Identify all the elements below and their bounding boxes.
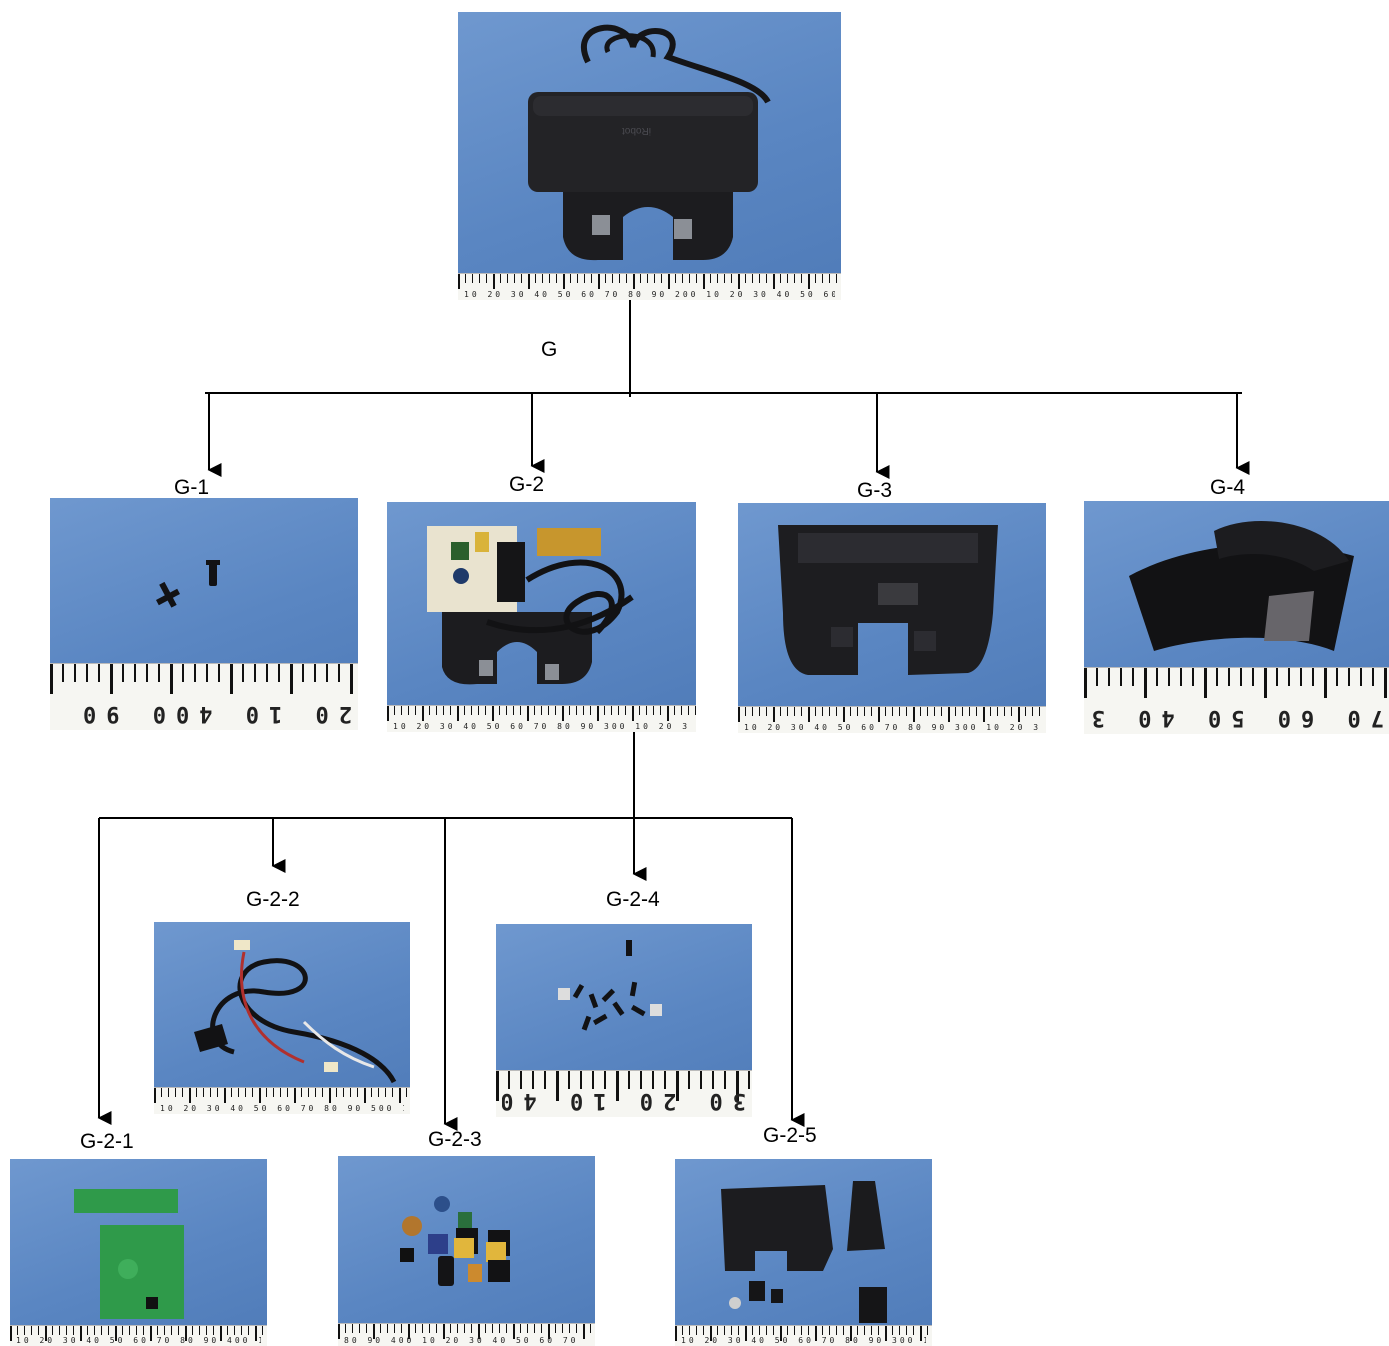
ruler-g: 10 20 30 40 50 60 70 80 90 200 10 20 30 … [458,273,841,300]
cables-illustration [194,940,397,1084]
photo-g-2-3-components: 80 90 400 10 20 30 40 50 60 70 [338,1156,595,1346]
photo-g-2-dock-with-pcb: 10 20 30 40 50 60 70 80 90 300 10 20 30 … [387,502,696,732]
photo-g-2-5-plastic-parts: 10 20 30 40 50 60 70 80 90 300 10 20 30 … [675,1159,932,1346]
label-g-2: G-2 [509,473,545,496]
photo-g-charging-dock: iRobot 10 20 30 40 50 60 70 80 90 200 10… [458,12,841,300]
ruler-g-2-4: 30 20 10 400 90 80 70 60 50 40 30 [496,1070,752,1117]
brand-logo-text: iRobot [622,125,651,136]
ruler-g-2-2: 10 20 30 40 50 60 70 80 90 500 10 20 30 … [154,1087,410,1114]
ruler-g-4: 70 60 50 40 30 20 10 300 90 80 70 [1084,667,1389,734]
label-g-2-5: G-2-5 [763,1124,817,1147]
small-screws-illustration [558,940,662,1031]
label-g-1: G-1 [174,476,210,499]
ruler-g-2-1: 10 20 30 40 50 60 70 80 90 400 10 20 30 … [10,1325,267,1346]
ruler-g-1: 20 10 400 90 80 70 60 50 [50,663,358,730]
label-g-2-4: G-2-4 [606,888,660,911]
label-g-2-1: G-2-1 [80,1130,134,1153]
screws-illustration [155,560,220,608]
photo-g-1-screws: 20 10 400 90 80 70 60 50 [50,498,358,730]
photo-g-3-housing: 10 20 30 40 50 60 70 80 90 300 10 20 30 … [738,503,1046,733]
pcbs-illustration [74,1189,184,1319]
ruler-g-2: 10 20 30 40 50 60 70 80 90 300 10 20 30 … [387,705,696,732]
photo-g-2-1-pcbs: 10 20 30 40 50 60 70 80 90 400 10 20 30 … [10,1159,267,1346]
photo-g-2-4-screws: 30 20 10 400 90 80 70 60 50 40 30 [496,924,752,1117]
housing-illustration [778,525,998,675]
label-g-2-3: G-2-3 [428,1128,482,1151]
components-illustration [400,1196,510,1286]
label-g: G [541,338,558,361]
ruler-g-2-5: 10 20 30 40 50 60 70 80 90 300 10 20 30 … [675,1325,932,1346]
label-g-3: G-3 [857,479,893,502]
label-g-2-2: G-2-2 [246,888,300,911]
photo-g-4-film: 70 60 50 40 30 20 10 300 90 80 70 [1084,501,1389,734]
film-illustration [1129,521,1354,651]
dock-pcb-illustration [427,526,634,685]
photo-g-2-2-cables: 10 20 30 40 50 60 70 80 90 500 10 20 30 … [154,922,410,1114]
plastic-parts-illustration [721,1181,887,1323]
ruler-g-2-3: 80 90 400 10 20 30 40 50 60 70 [338,1323,595,1346]
ruler-g-3: 10 20 30 40 50 60 70 80 90 300 10 20 30 … [738,706,1046,733]
label-g-4: G-4 [1210,476,1246,499]
charging-dock-illustration: iRobot [528,24,771,261]
